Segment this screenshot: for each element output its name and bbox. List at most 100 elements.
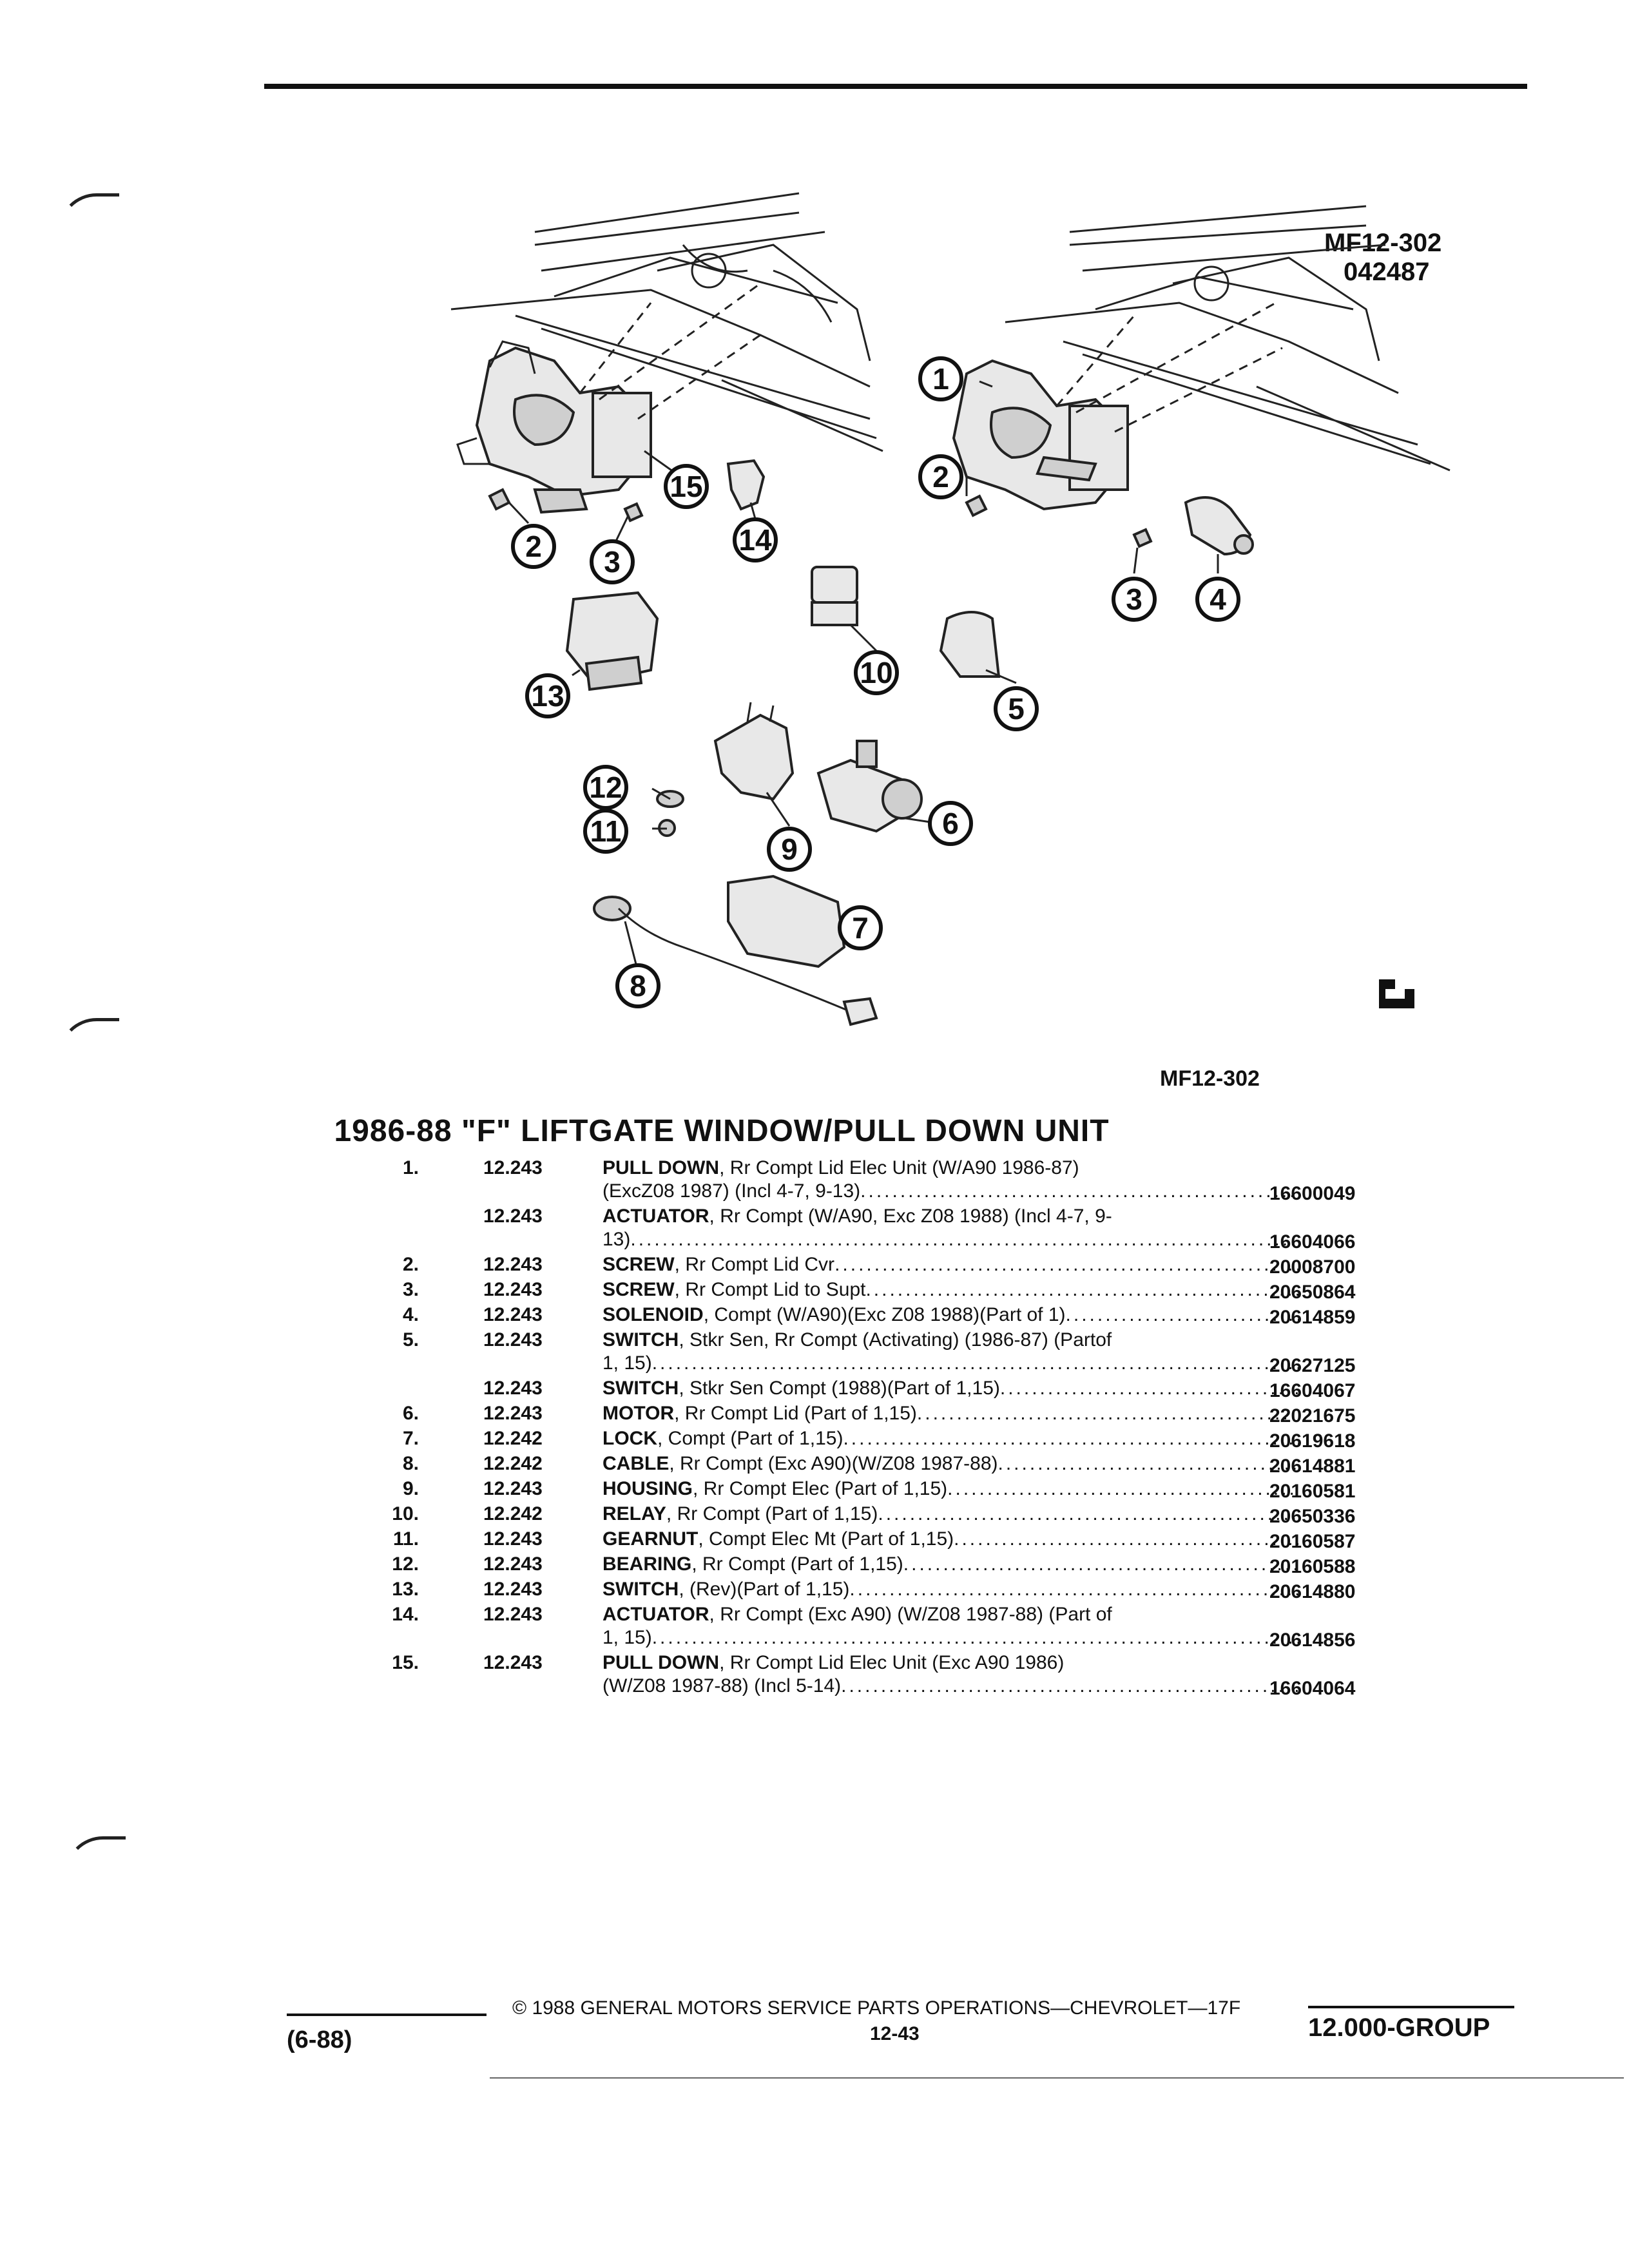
actuator-part — [726, 459, 766, 511]
part-description: HOUSING, Rr Compt Elec (Part of 1,15) ..… — [602, 1478, 1298, 1499]
leader-lines — [508, 380, 1219, 972]
item-number: 2. — [402, 1254, 419, 1275]
item-number: 7. — [402, 1428, 419, 1449]
description-line: SWITCH, Stkr Sen, Rr Compt (Activating) … — [602, 1329, 1112, 1350]
lock-part — [727, 874, 846, 968]
callout-11: 11 — [583, 809, 628, 854]
parts-row: 6. 12.243 MOTOR, Rr Compt Lid (Part of 1,1… — [361, 1402, 1418, 1427]
group-number: 12.243 — [483, 1553, 543, 1575]
item-number: 3. — [402, 1279, 419, 1300]
margin-mark — [58, 193, 119, 235]
description-line: RELAY, Rr Compt (Part of 1,15) — [602, 1503, 878, 1524]
svg-text:12: 12 — [589, 771, 622, 804]
part-number: 16604066 — [1269, 1231, 1356, 1253]
part-description: PULL DOWN, Rr Compt Lid Elec Unit (Exc A… — [602, 1652, 1298, 1696]
screws — [488, 488, 1153, 548]
group-number: 12.243 — [483, 1206, 543, 1227]
footer-copyright: © 1988 GENERAL MOTORS SERVICE PARTS OPER… — [512, 1997, 1241, 2019]
right-body-structure — [1005, 205, 1451, 472]
part-number: 20650864 — [1269, 1282, 1356, 1303]
footer-rule-left — [287, 2013, 487, 2016]
part-number: 20008700 — [1269, 1256, 1356, 1278]
item-number: 6. — [402, 1403, 419, 1424]
item-number: 4. — [402, 1304, 419, 1325]
svg-text:3: 3 — [604, 545, 621, 579]
part-description: SOLENOID, Compt (W/A90)(Exc Z08 1988)(Pa… — [602, 1304, 1298, 1325]
solenoid-part — [1184, 496, 1254, 556]
motor-part — [816, 740, 923, 833]
svg-text:11: 11 — [590, 814, 622, 848]
description-line: MOTOR, Rr Compt Lid (Part of 1,15) — [602, 1403, 917, 1424]
group-number: 12.242 — [483, 1503, 543, 1524]
callout-8: 8 — [615, 963, 660, 1008]
item-number: 1. — [402, 1157, 419, 1178]
group-number: 12.242 — [483, 1453, 543, 1474]
description-line: ACTUATOR, Rr Compt (Exc A90) (W/Z08 1987… — [602, 1604, 1112, 1625]
item-number: 15. — [392, 1652, 419, 1673]
callout-3-left: 3 — [590, 539, 635, 584]
relay-part — [811, 566, 858, 626]
part-number: 22021675 — [1269, 1405, 1356, 1427]
part-description: SCREW, Rr Compt Lid Cvr ................… — [602, 1254, 1298, 1275]
part-number: 20614856 — [1269, 1629, 1356, 1651]
description-line: SCREW, Rr Compt Lid to Supt — [602, 1279, 866, 1300]
parts-row: 5. 12.243 SWITCH, Stkr Sen, Rr Compt (Acti… — [361, 1329, 1418, 1377]
description-line: (W/Z08 1987-88) (Incl 5-14) — [602, 1675, 842, 1696]
description-line: HOUSING, Rr Compt Elec (Part of 1,15) — [602, 1478, 948, 1499]
footer-page-number: 12-43 — [870, 2023, 920, 2044]
sensor-switch-part — [939, 611, 1001, 678]
description-line: SWITCH, (Rev)(Part of 1,15) — [602, 1579, 850, 1600]
part-description: SWITCH, Stkr Sen, Rr Compt (Activating) … — [602, 1329, 1298, 1374]
group-number: 12.243 — [483, 1378, 543, 1399]
group-number: 12.243 — [483, 1579, 543, 1600]
part-number: 20614880 — [1269, 1581, 1356, 1602]
description-line: 1, 15) — [602, 1352, 652, 1374]
group-number: 12.243 — [483, 1528, 543, 1550]
svg-text:9: 9 — [781, 832, 798, 866]
switch-part — [565, 591, 659, 691]
svg-text:2: 2 — [932, 460, 949, 494]
part-number: 16600049 — [1269, 1183, 1356, 1204]
description-line: GEARNUT, Compt Elec Mt (Part of 1,15) — [602, 1528, 954, 1550]
part-description: RELAY, Rr Compt (Part of 1,15) .........… — [602, 1503, 1298, 1524]
callout-2: 2 — [918, 454, 963, 499]
parts-row: 9. 12.243 HOUSING, Rr Compt Elec (Part of … — [361, 1477, 1418, 1503]
callout-14: 14 — [733, 517, 778, 562]
item-number: 9. — [402, 1478, 419, 1499]
callout-4: 4 — [1195, 577, 1240, 622]
left-pull-down-unit — [456, 282, 761, 514]
footer-date: (6-88) — [287, 2026, 352, 2053]
description-line: SCREW, Rr Compt Lid Cvr — [602, 1254, 835, 1275]
callout-7: 7 — [838, 905, 883, 950]
description-line: BEARING, Rr Compt (Part of 1,15) — [602, 1553, 903, 1575]
callout-3: 3 — [1112, 577, 1157, 622]
callout-1: 1 — [918, 356, 963, 401]
part-description: CABLE, Rr Compt (Exc A90)(W/Z08 1987-88)… — [602, 1453, 1298, 1474]
footer-rule-right — [1308, 2006, 1514, 2008]
figure-code: MF12-302 — [1324, 229, 1442, 257]
svg-text:10: 10 — [860, 656, 892, 689]
svg-text:4: 4 — [1210, 582, 1226, 616]
item-number: 5. — [402, 1329, 419, 1350]
group-number: 12.243 — [483, 1403, 543, 1424]
group-number: 12.243 — [483, 1329, 543, 1350]
group-number: 12.243 — [483, 1304, 543, 1325]
group-number: 12.243 — [483, 1478, 543, 1499]
part-number: 20614881 — [1269, 1456, 1356, 1477]
figure-date: 042487 — [1344, 258, 1430, 286]
part-number: 20619618 — [1269, 1430, 1356, 1452]
description-line: PULL DOWN, Rr Compt Lid Elec Unit (W/A90… — [602, 1157, 1079, 1178]
part-description: PULL DOWN, Rr Compt Lid Elec Unit (W/A90… — [602, 1157, 1298, 1202]
item-number: 13. — [392, 1579, 419, 1600]
part-number: 16604067 — [1269, 1380, 1356, 1401]
